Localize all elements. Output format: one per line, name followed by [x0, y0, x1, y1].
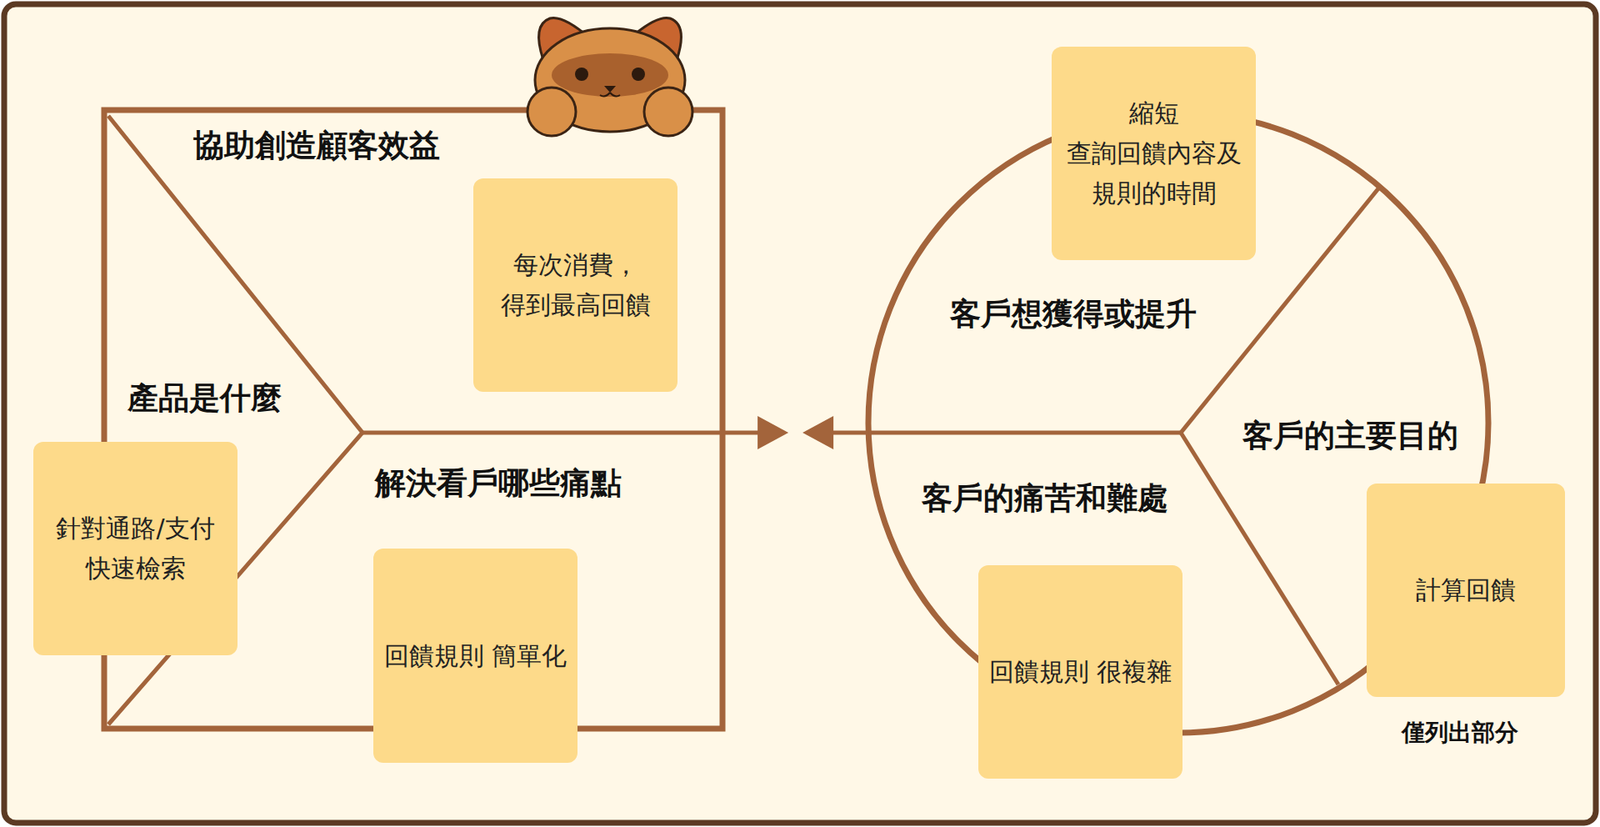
raccoon-paw	[644, 87, 693, 136]
raccoon-paw	[527, 87, 576, 136]
sticky-text: 回饋規則 很複雜	[989, 651, 1173, 692]
raccoon-eye	[631, 67, 645, 81]
arrow-head	[802, 415, 834, 450]
raccoon-mascot	[527, 18, 693, 137]
section-divider	[868, 430, 1181, 435]
connector-line	[831, 430, 869, 435]
raccoon-mouth	[600, 92, 620, 96]
sticky-note: 回饋規則 很複雜	[978, 565, 1183, 779]
section-heading: 解決看戶哪些痛點	[375, 465, 622, 502]
sticky-text: 針對通路/支付 快速檢索	[43, 508, 228, 589]
value-map: 協助創造顧客效益產品是什麼解決看戶哪些痛點每次消費， 得到最高回饋針對通路/支付…	[104, 110, 723, 729]
sticky-note: 縮短 查詢回饋內容及 規則的時間	[1051, 46, 1256, 260]
sticky-note: 回饋規則 簡單化	[373, 548, 578, 763]
arrow-head	[757, 415, 789, 450]
sticky-text: 每次消費， 得到最高回饋	[483, 245, 668, 325]
section-heading: 產品是什麼	[127, 380, 282, 417]
fit-connector	[722, 415, 869, 450]
sticky-note: 針對通路/支付 快速檢索	[33, 441, 238, 655]
raccoon-mask	[551, 53, 669, 97]
section-divider	[362, 430, 723, 435]
section-divider	[1180, 432, 1339, 685]
sticky-text: 計算回饋	[1415, 570, 1516, 610]
sticky-note: 每次消費， 得到最高回饋	[473, 178, 678, 392]
sticky-text: 回饋規則 簡單化	[384, 635, 568, 676]
sticky-text: 縮短 查詢回饋內容及 規則的時間	[1061, 93, 1246, 214]
section-heading: 客戶的主要目的	[1242, 417, 1459, 455]
connector-line	[722, 430, 760, 435]
customer-profile: 客戶想獲得或提升客戶的主要目的客戶的痛苦和難處縮短 查詢回饋內容及 規則的時間計…	[868, 112, 1489, 733]
note-label: 僅列出部分	[1401, 716, 1519, 749]
section-heading: 協助創造顧客效益	[193, 127, 440, 165]
raccoon-eye	[575, 67, 589, 81]
section-heading: 客戶的痛苦和難處	[921, 480, 1169, 517]
outer-frame	[4, 4, 1596, 823]
raccoon-nose	[604, 85, 616, 93]
section-heading: 客戶想獲得或提升	[950, 295, 1197, 333]
sticky-note: 計算回饋	[1366, 483, 1565, 697]
